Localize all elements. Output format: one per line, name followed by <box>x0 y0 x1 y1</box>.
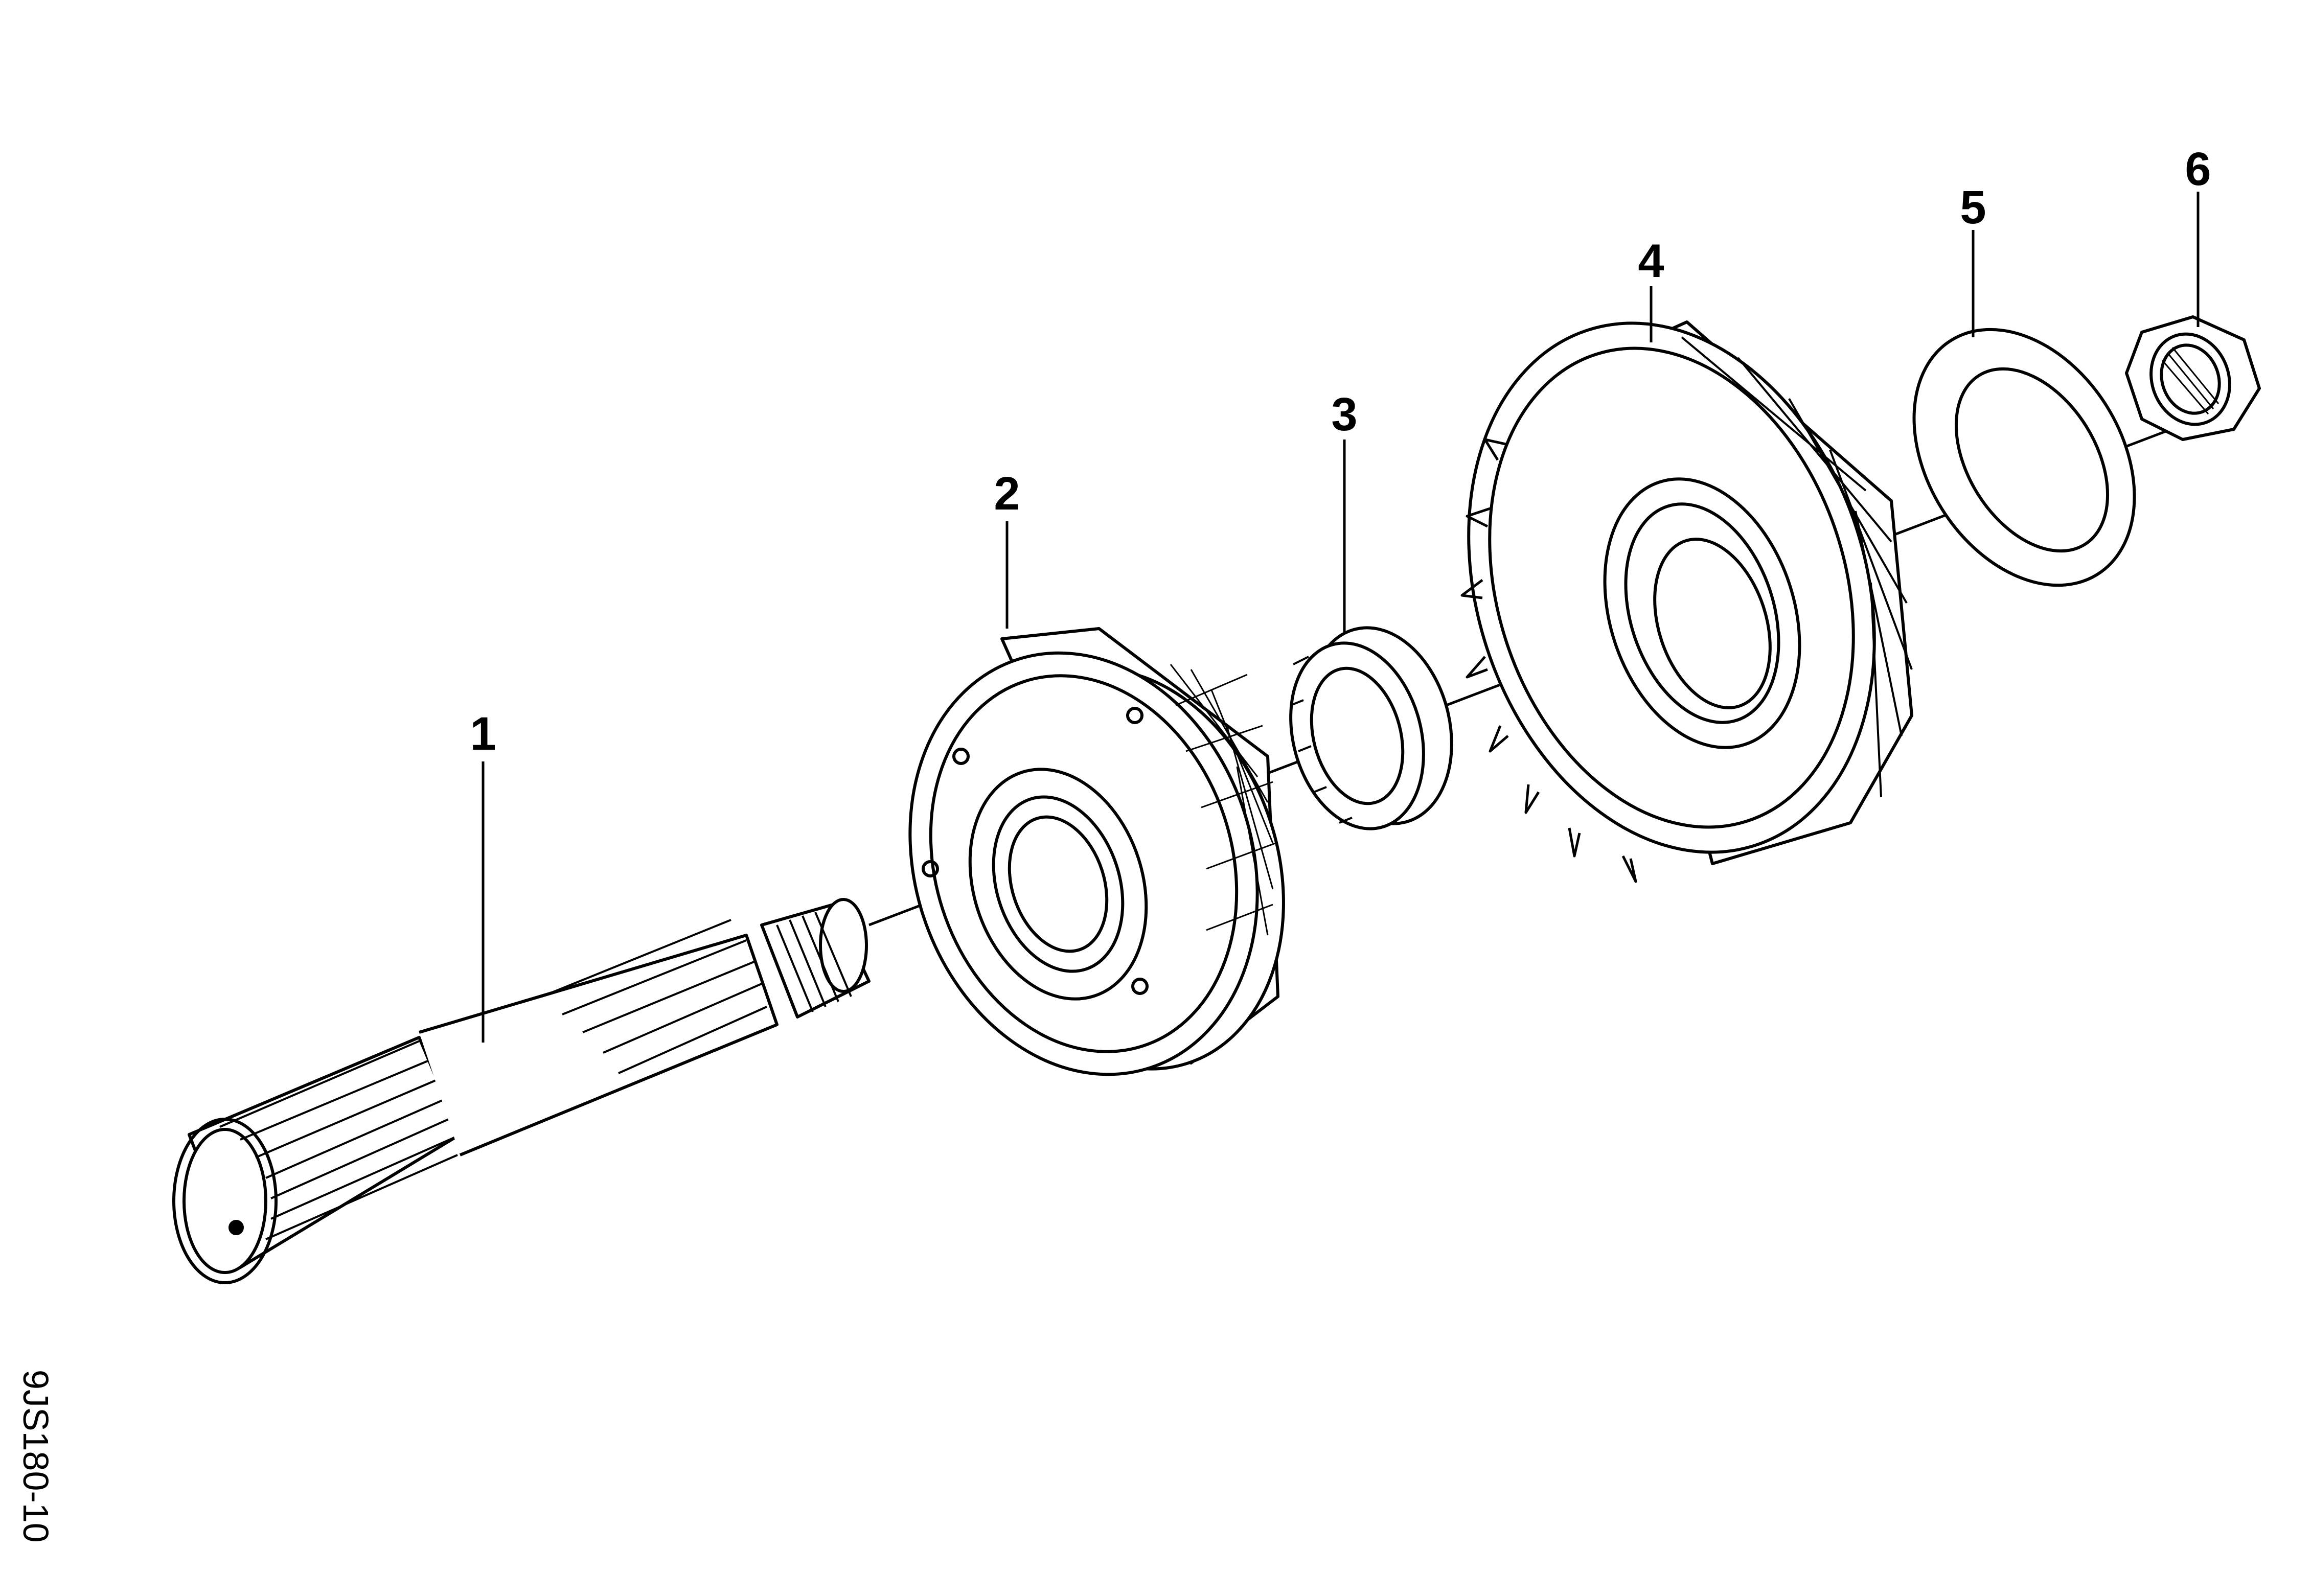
callout-3: 3 <box>1331 388 1358 441</box>
synchro-ring-part <box>1271 612 1472 844</box>
hex-nut-part <box>2126 317 2259 440</box>
callout-6: 6 <box>2185 143 2211 195</box>
callout-2: 2 <box>994 468 1020 520</box>
gear-part <box>1403 270 1940 906</box>
diagram-reference-code: 9JS180-10 <box>16 1370 56 1543</box>
thrust-washer-part <box>1869 289 2180 626</box>
callout-1: 1 <box>470 708 496 760</box>
callout-5: 5 <box>1960 181 1986 234</box>
callout-4: 4 <box>1638 235 1664 287</box>
synchronizer-hub-part <box>857 608 1334 1120</box>
shaft-part <box>174 899 869 1283</box>
